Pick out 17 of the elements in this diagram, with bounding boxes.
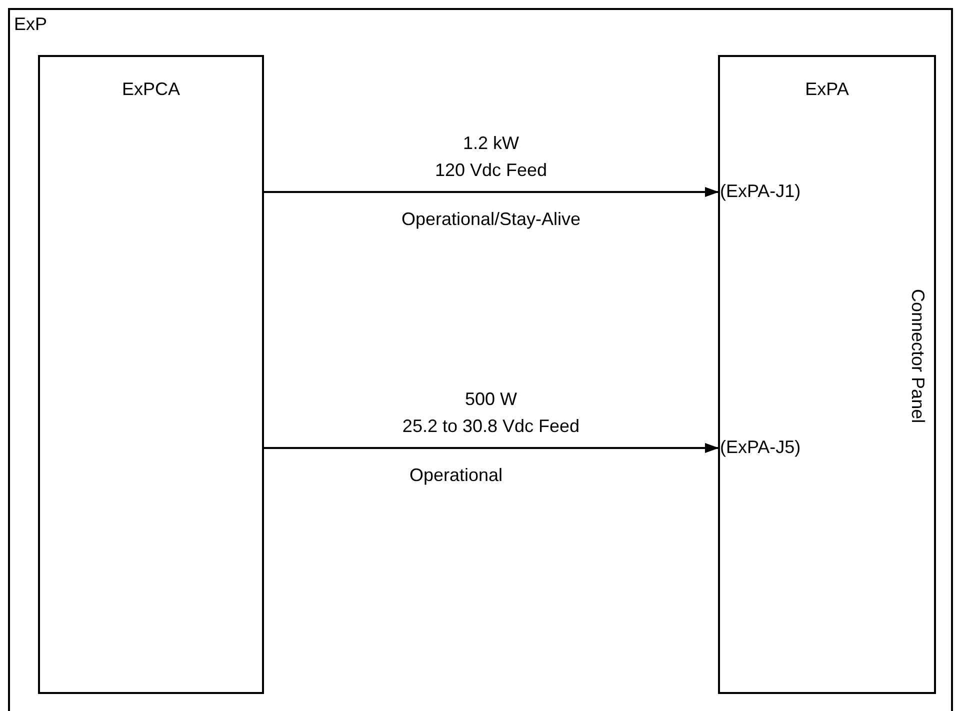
connector-label: (ExPA-J5) [720, 437, 801, 458]
box-title: ExPCA [122, 79, 180, 100]
power-note: 25.2 to 30.8 Vdc Feed [402, 416, 580, 437]
unit-box [38, 55, 264, 694]
power-note: Operational [409, 465, 503, 486]
power-note: 500 W [464, 389, 518, 410]
connector-label: (ExPA-J1) [720, 181, 801, 202]
panel-label: Connector Panel [907, 289, 928, 424]
power-note: Operational/Stay-Alive [401, 209, 581, 230]
arrow [264, 443, 719, 453]
box-title: ExP [14, 14, 48, 35]
power-note: 120 Vdc Feed [434, 160, 548, 181]
enclosure-frame [8, 8, 953, 711]
unit-box [718, 55, 936, 694]
power-note: 1.2 kW [463, 133, 519, 154]
box-title: ExPA [805, 79, 849, 100]
arrow [264, 187, 719, 197]
